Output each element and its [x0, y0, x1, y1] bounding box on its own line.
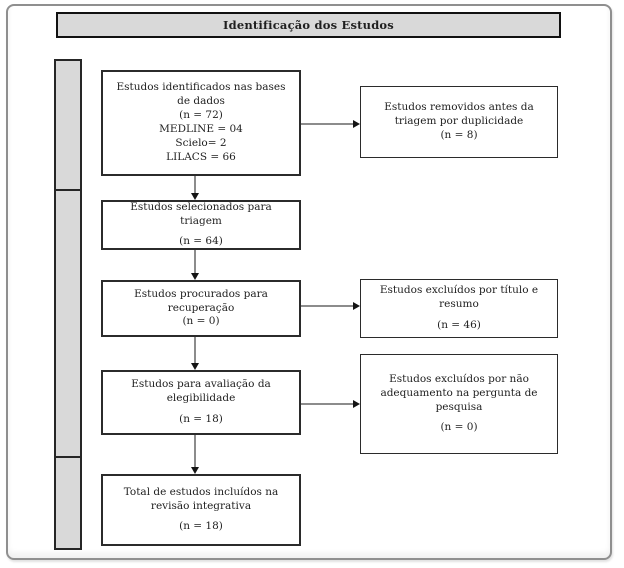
stage-bars: [54, 59, 82, 550]
arrow-identified-to-screening: [190, 176, 199, 200]
box-text-line: revisão integrativa: [150, 499, 252, 512]
box-text-line: Total de estudos incluídos na: [123, 485, 279, 498]
box-text-line: adequamento na pergunta de: [380, 386, 538, 399]
box-identified-studies: Estudos identificados nas bases de dados…: [101, 70, 301, 176]
box-eligibility-studies: Estudos para avaliação da elegibilidade …: [101, 370, 301, 435]
arrow-eligibility-to-included: [190, 435, 199, 474]
box-text-line: Estudos procurados para: [134, 287, 268, 300]
arrow-retrieval-to-excluded-title-abstract: [301, 301, 360, 310]
box-count-line: (n = 64): [179, 235, 223, 248]
box-count-line: (n = 18): [179, 520, 223, 533]
box-count-line: (n = 8): [440, 128, 478, 141]
box-text-line: MEDLINE = 04: [159, 123, 243, 135]
box-text-line: de dados: [177, 95, 225, 108]
section-header-identification: Identificação dos Estudos: [56, 12, 561, 38]
box-text-line: recuperação: [167, 301, 235, 314]
box-count-line: (n = 72): [179, 109, 223, 122]
box-count-line: (n = 18): [179, 412, 223, 425]
box-text-line: Estudos identificados nas bases: [116, 81, 286, 94]
arrow-retrieval-to-eligibility: [190, 337, 199, 370]
box-text-line: Estudos selecionados para triagem: [130, 200, 272, 227]
stage-bar-identification: [54, 59, 82, 191]
box-included-studies: Total de estudos incluídos na revisão in…: [101, 474, 301, 546]
box-excluded-title-abstract: Estudos excluídos por título e resumo (n…: [360, 279, 558, 338]
box-screening-studies: Estudos selecionados para triagem (n = 6…: [101, 200, 301, 250]
box-text-line: Estudos excluídos por título e: [379, 284, 539, 297]
box-excluded-research-question: Estudos excluídos por não adequamento na…: [360, 354, 558, 454]
box-retrieval-studies: Estudos procurados para recuperação (n =…: [101, 280, 301, 337]
box-text-line: Estudos para avaliação da: [131, 378, 271, 391]
box-text-line: Estudos removidos antes da: [384, 101, 534, 114]
box-text-line: triagem por duplicidade: [394, 115, 524, 128]
box-count-line: (n = 0): [440, 421, 478, 434]
arrow-eligibility-to-excluded-research-question: [301, 399, 360, 408]
box-text-line: Estudos excluídos por não: [389, 372, 529, 385]
box-count-line: (n = 0): [182, 315, 220, 328]
section-header-label: Identificação dos Estudos: [223, 18, 394, 32]
box-count-line: (n = 46): [437, 318, 481, 331]
box-text-line: elegibilidade: [166, 392, 236, 405]
box-text-line: LILACS = 66: [166, 150, 236, 163]
box-text-line: pesquisa: [435, 400, 483, 413]
box-removed-duplicates: Estudos removidos antes da triagem por d…: [360, 86, 558, 158]
diagram-frame: Identificação dos Estudos Estudos identi…: [6, 4, 612, 560]
box-text-line: Scielo= 2: [175, 136, 227, 149]
stage-bar-included: [54, 456, 82, 550]
stage-bar-screening: [54, 189, 82, 458]
box-text-line: resumo: [439, 298, 479, 311]
arrow-identified-to-removed-duplicates: [301, 119, 360, 128]
arrow-screening-to-retrieval: [190, 250, 199, 280]
